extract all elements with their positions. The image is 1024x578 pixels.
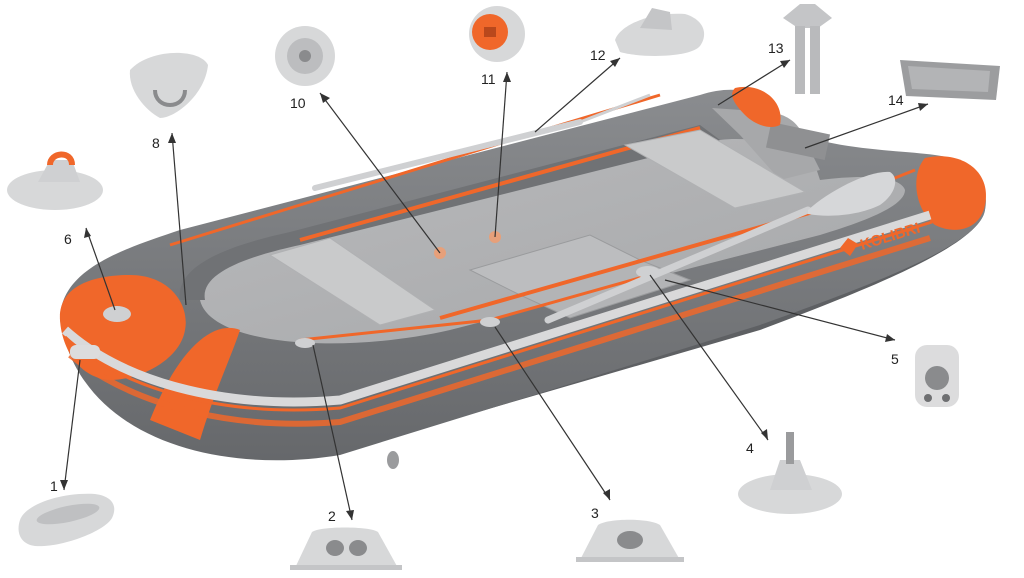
- oarlock-part-icon: [738, 432, 842, 514]
- callout-line-13: [717, 59, 791, 106]
- callout-number-4: 4: [746, 440, 754, 456]
- d-ring-fitting: [387, 451, 399, 469]
- callout-line-12: [534, 57, 621, 133]
- callout-line-1: [63, 359, 81, 491]
- seat-rear: [623, 129, 807, 209]
- callout-line-4: [649, 274, 769, 441]
- callout-line-14: [804, 103, 929, 149]
- rope-handle-part-icon: [18, 493, 115, 547]
- callout-number-14: 14: [888, 92, 904, 108]
- transom: [712, 108, 820, 180]
- rope-holder-fitting: [480, 317, 500, 327]
- rub-strake-lower: [68, 235, 931, 427]
- lifting-handle-part-icon: [7, 151, 103, 210]
- callout-line-10: [319, 92, 441, 254]
- rope-holder-fitting: [295, 338, 315, 348]
- lifting-handle-fitting: [103, 306, 131, 322]
- stern-cap-left: [732, 86, 781, 127]
- mount-pad-part-icon: [615, 8, 705, 56]
- oar-near: [544, 171, 896, 324]
- callout-number-3: 3: [591, 505, 599, 521]
- boat: KOLIBRI: [59, 86, 986, 469]
- callout-line-2: [312, 344, 353, 521]
- transom-plate-part-icon: [900, 60, 1000, 100]
- callout-number-13: 13: [768, 40, 784, 56]
- bow-cone-inner: [150, 327, 240, 440]
- callout-number-5: 5: [891, 351, 899, 367]
- callout-line-8: [171, 132, 187, 306]
- hull-tube-inner: [179, 125, 720, 300]
- callout-number-11: 11: [481, 71, 496, 87]
- callout-number-6: 6: [64, 231, 72, 247]
- inflation-valve-part-icon: [275, 26, 335, 86]
- logo-mark-icon: [840, 238, 858, 256]
- callout-number-8: 8: [152, 135, 160, 151]
- transom-bolt-part-icon: [783, 4, 832, 94]
- seat-front: [268, 237, 437, 326]
- stern-cap-right: [916, 156, 986, 230]
- callout-number-2: 2: [328, 508, 336, 524]
- callout-number-10: 10: [290, 95, 306, 111]
- pressure-valve-part-icon: [469, 6, 525, 62]
- callout-number-12: 12: [590, 47, 606, 63]
- rope-holder-part-icon: [576, 519, 684, 562]
- oar-holder-part-icon: [915, 345, 959, 407]
- callout-line-5: [664, 279, 896, 341]
- callout-line-3: [494, 326, 611, 501]
- transom-plate: [765, 122, 831, 160]
- oar-far: [312, 93, 651, 191]
- seat-bracket-part-icon: [290, 527, 402, 570]
- oarlock-fitting: [636, 266, 660, 278]
- callout-line-11: [494, 71, 508, 238]
- callout-line-6: [85, 227, 116, 311]
- callout-number-1: 1: [50, 478, 58, 494]
- d-ring-part-icon: [129, 52, 208, 118]
- callout-lines: [63, 57, 929, 521]
- callout-arrowheads: [60, 58, 928, 520]
- rope-handle-fitting: [70, 345, 100, 359]
